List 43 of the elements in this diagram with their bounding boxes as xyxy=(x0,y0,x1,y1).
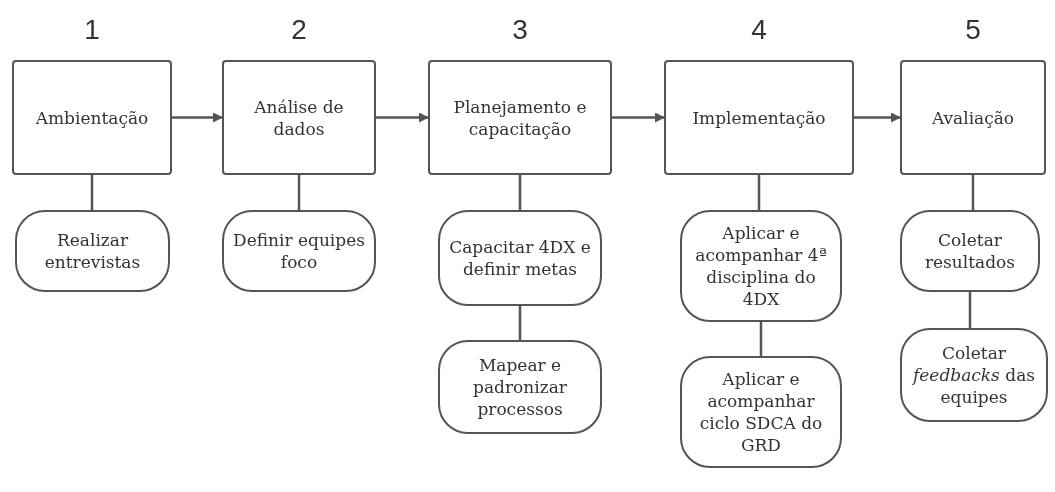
connector-line xyxy=(968,292,972,328)
node-text: Mapear e padronizar processos xyxy=(472,354,568,420)
arrow xyxy=(854,112,901,123)
step-number: 5 xyxy=(964,14,982,46)
process-box xyxy=(12,60,172,175)
arrow xyxy=(612,112,665,123)
node-text: Implementação xyxy=(692,106,826,129)
task-pill xyxy=(900,210,1040,292)
node-text: Aplicar e acompanhar 4ª disciplina do 4DX xyxy=(694,222,828,310)
node-text: Ambientação xyxy=(35,106,149,129)
connector-line xyxy=(297,175,301,210)
connector-line xyxy=(90,175,94,210)
node-text: Capacitar 4DX e definir metas xyxy=(448,236,592,280)
task-pill xyxy=(222,210,376,292)
connector-line xyxy=(759,322,763,356)
node-text: Avaliação xyxy=(931,106,1015,129)
process-box xyxy=(664,60,854,175)
step-number: 2 xyxy=(290,14,308,46)
step-number: 1 xyxy=(83,14,101,46)
task-pill xyxy=(438,210,602,306)
connector-line xyxy=(518,175,522,210)
step-number: 4 xyxy=(750,14,768,46)
node-text: Realizar entrevistas xyxy=(43,229,142,273)
process-box xyxy=(428,60,612,175)
node-text: Coletar resultados xyxy=(923,229,1017,273)
node-text: Análise de dados xyxy=(253,95,345,140)
task-pill xyxy=(680,356,842,468)
process-box xyxy=(900,60,1046,175)
step-number: 3 xyxy=(511,14,529,46)
task-pill xyxy=(900,328,1048,422)
process-box xyxy=(222,60,376,175)
connector-line xyxy=(518,306,522,340)
task-pill xyxy=(15,210,170,292)
task-pill xyxy=(680,210,842,322)
connector-line xyxy=(757,175,761,210)
node-text: Aplicar e acompanhar ciclo SDCA do GRD xyxy=(698,368,824,456)
node-text: Definir equipes foco xyxy=(232,229,366,273)
connector-line xyxy=(971,175,975,210)
node-text: Coletar feedbacks das equipes xyxy=(911,342,1036,408)
arrow xyxy=(376,112,429,123)
node-text: Planejamento e capacitação xyxy=(452,95,588,140)
task-pill xyxy=(438,340,602,434)
arrow xyxy=(172,112,223,123)
